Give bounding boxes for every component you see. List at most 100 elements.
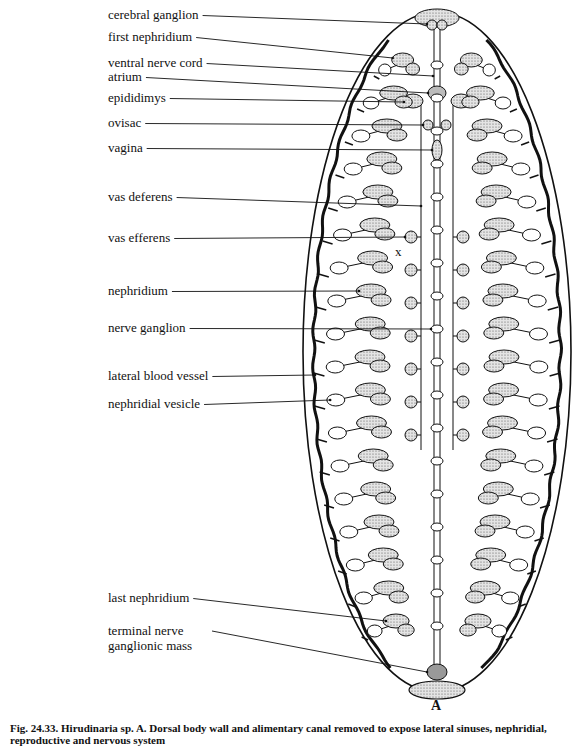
vessel-branch [510, 109, 517, 112]
part-label: lateral blood vessel [108, 368, 208, 383]
part-label: ventral nerve cord [108, 55, 203, 70]
nerve-ganglion [431, 523, 443, 531]
vas-efferens [417, 402, 421, 403]
leader-dot [431, 149, 434, 152]
leader-dot [420, 205, 423, 208]
nephridium-lobe [475, 525, 495, 537]
nephridium-lobe [484, 327, 504, 339]
nephridium-lobe [483, 426, 503, 438]
leader-line [177, 198, 421, 207]
testis [457, 396, 469, 408]
nephridium-lobe [370, 393, 390, 405]
nephridial-vesicle [330, 262, 348, 274]
vessel-branch [314, 406, 325, 409]
leader-line [174, 237, 405, 239]
part-label: vagina [108, 140, 143, 155]
nephridial-vesicle [355, 592, 372, 604]
vessel-branch [534, 538, 543, 541]
leader-dot [314, 374, 317, 377]
vessel-branch [541, 241, 551, 244]
leader-dot [427, 92, 430, 95]
vessel-branch [338, 571, 347, 574]
nephridium-lobe [476, 195, 496, 207]
vas-efferens [417, 270, 421, 271]
vessel-branch [518, 604, 526, 607]
nephridial-vesicle [331, 460, 349, 472]
leader-dot [403, 101, 406, 104]
part-label: x [395, 244, 402, 259]
leader-dot [426, 23, 429, 26]
leader-dot [426, 671, 429, 674]
nerve-ganglion [431, 391, 443, 399]
testis [405, 396, 417, 408]
vessel-branch [527, 571, 536, 574]
nephridial-vesicle [521, 493, 539, 505]
leader-dot [404, 236, 407, 239]
ovisac [423, 120, 433, 130]
nephridial-vesicle [346, 559, 364, 571]
nerve-ganglion [431, 358, 443, 366]
nephridial-vesicle [328, 427, 346, 439]
nerve-ganglion [431, 622, 443, 630]
vas-deferens [453, 104, 454, 450]
testis [405, 330, 417, 342]
leader-line [146, 78, 428, 94]
posterior-sucker [409, 681, 465, 699]
leader-line [207, 64, 433, 77]
testis [457, 297, 469, 309]
leader-line [204, 400, 330, 405]
nephridium-lobe [460, 624, 476, 636]
vessel-branch [530, 175, 539, 178]
vessel-branch [314, 373, 325, 376]
vessel-branch [549, 406, 560, 409]
nephridium-lobe [484, 393, 504, 405]
leader-dot [432, 75, 435, 78]
part-label: epididimys [108, 90, 166, 105]
nerve-ganglion [431, 457, 443, 465]
nephridium-lobe [483, 294, 503, 306]
cerebral-ganglion [427, 20, 437, 30]
nephridial-vesicle [529, 394, 547, 406]
nephridial-vesicle [529, 328, 547, 340]
nephridium-lobe [375, 228, 395, 240]
vessel-branch [547, 439, 557, 442]
nephridium-lobe [481, 261, 501, 273]
nephridial-vesicle [522, 229, 540, 241]
nephridium-lobe [389, 591, 408, 603]
vessel-branch [495, 76, 500, 79]
nerve-ganglion [431, 424, 443, 432]
testis [457, 429, 469, 441]
nephridial-vesicle [495, 97, 511, 109]
nephridial-vesicle [516, 526, 534, 538]
nerve-ganglion [431, 292, 443, 300]
figure-letter: A [431, 698, 441, 713]
nerve-cord [440, 28, 441, 668]
nephridial-vesicle [327, 394, 345, 406]
vessel-branch [540, 505, 550, 508]
nephridium-lobe [382, 162, 402, 174]
vessel-branch [374, 76, 379, 79]
lateral-blood-vessel [313, 40, 391, 668]
vas-efferens [417, 336, 421, 337]
vas-efferens [417, 435, 421, 436]
nephridium-lobe [398, 624, 414, 636]
vessel-branch [506, 637, 513, 640]
testis [457, 363, 469, 375]
vas-efferens [453, 303, 457, 304]
cerebral-ganglion [437, 20, 447, 30]
nephridial-vesicle [502, 592, 519, 604]
vas-efferens [417, 369, 421, 370]
leader-line [172, 291, 359, 293]
leader-line [147, 149, 432, 151]
nephridium-lobe [373, 261, 393, 273]
part-label: vas efferens [108, 230, 170, 245]
testis [405, 231, 417, 243]
leader-line [212, 375, 315, 377]
part-label: nerve ganglion [108, 320, 186, 335]
vessel-branch [544, 472, 554, 475]
testis [405, 297, 417, 309]
nerve-ganglion [431, 226, 443, 234]
part-label: vas deferens [108, 189, 173, 204]
part-label: first nephridium [108, 29, 192, 44]
